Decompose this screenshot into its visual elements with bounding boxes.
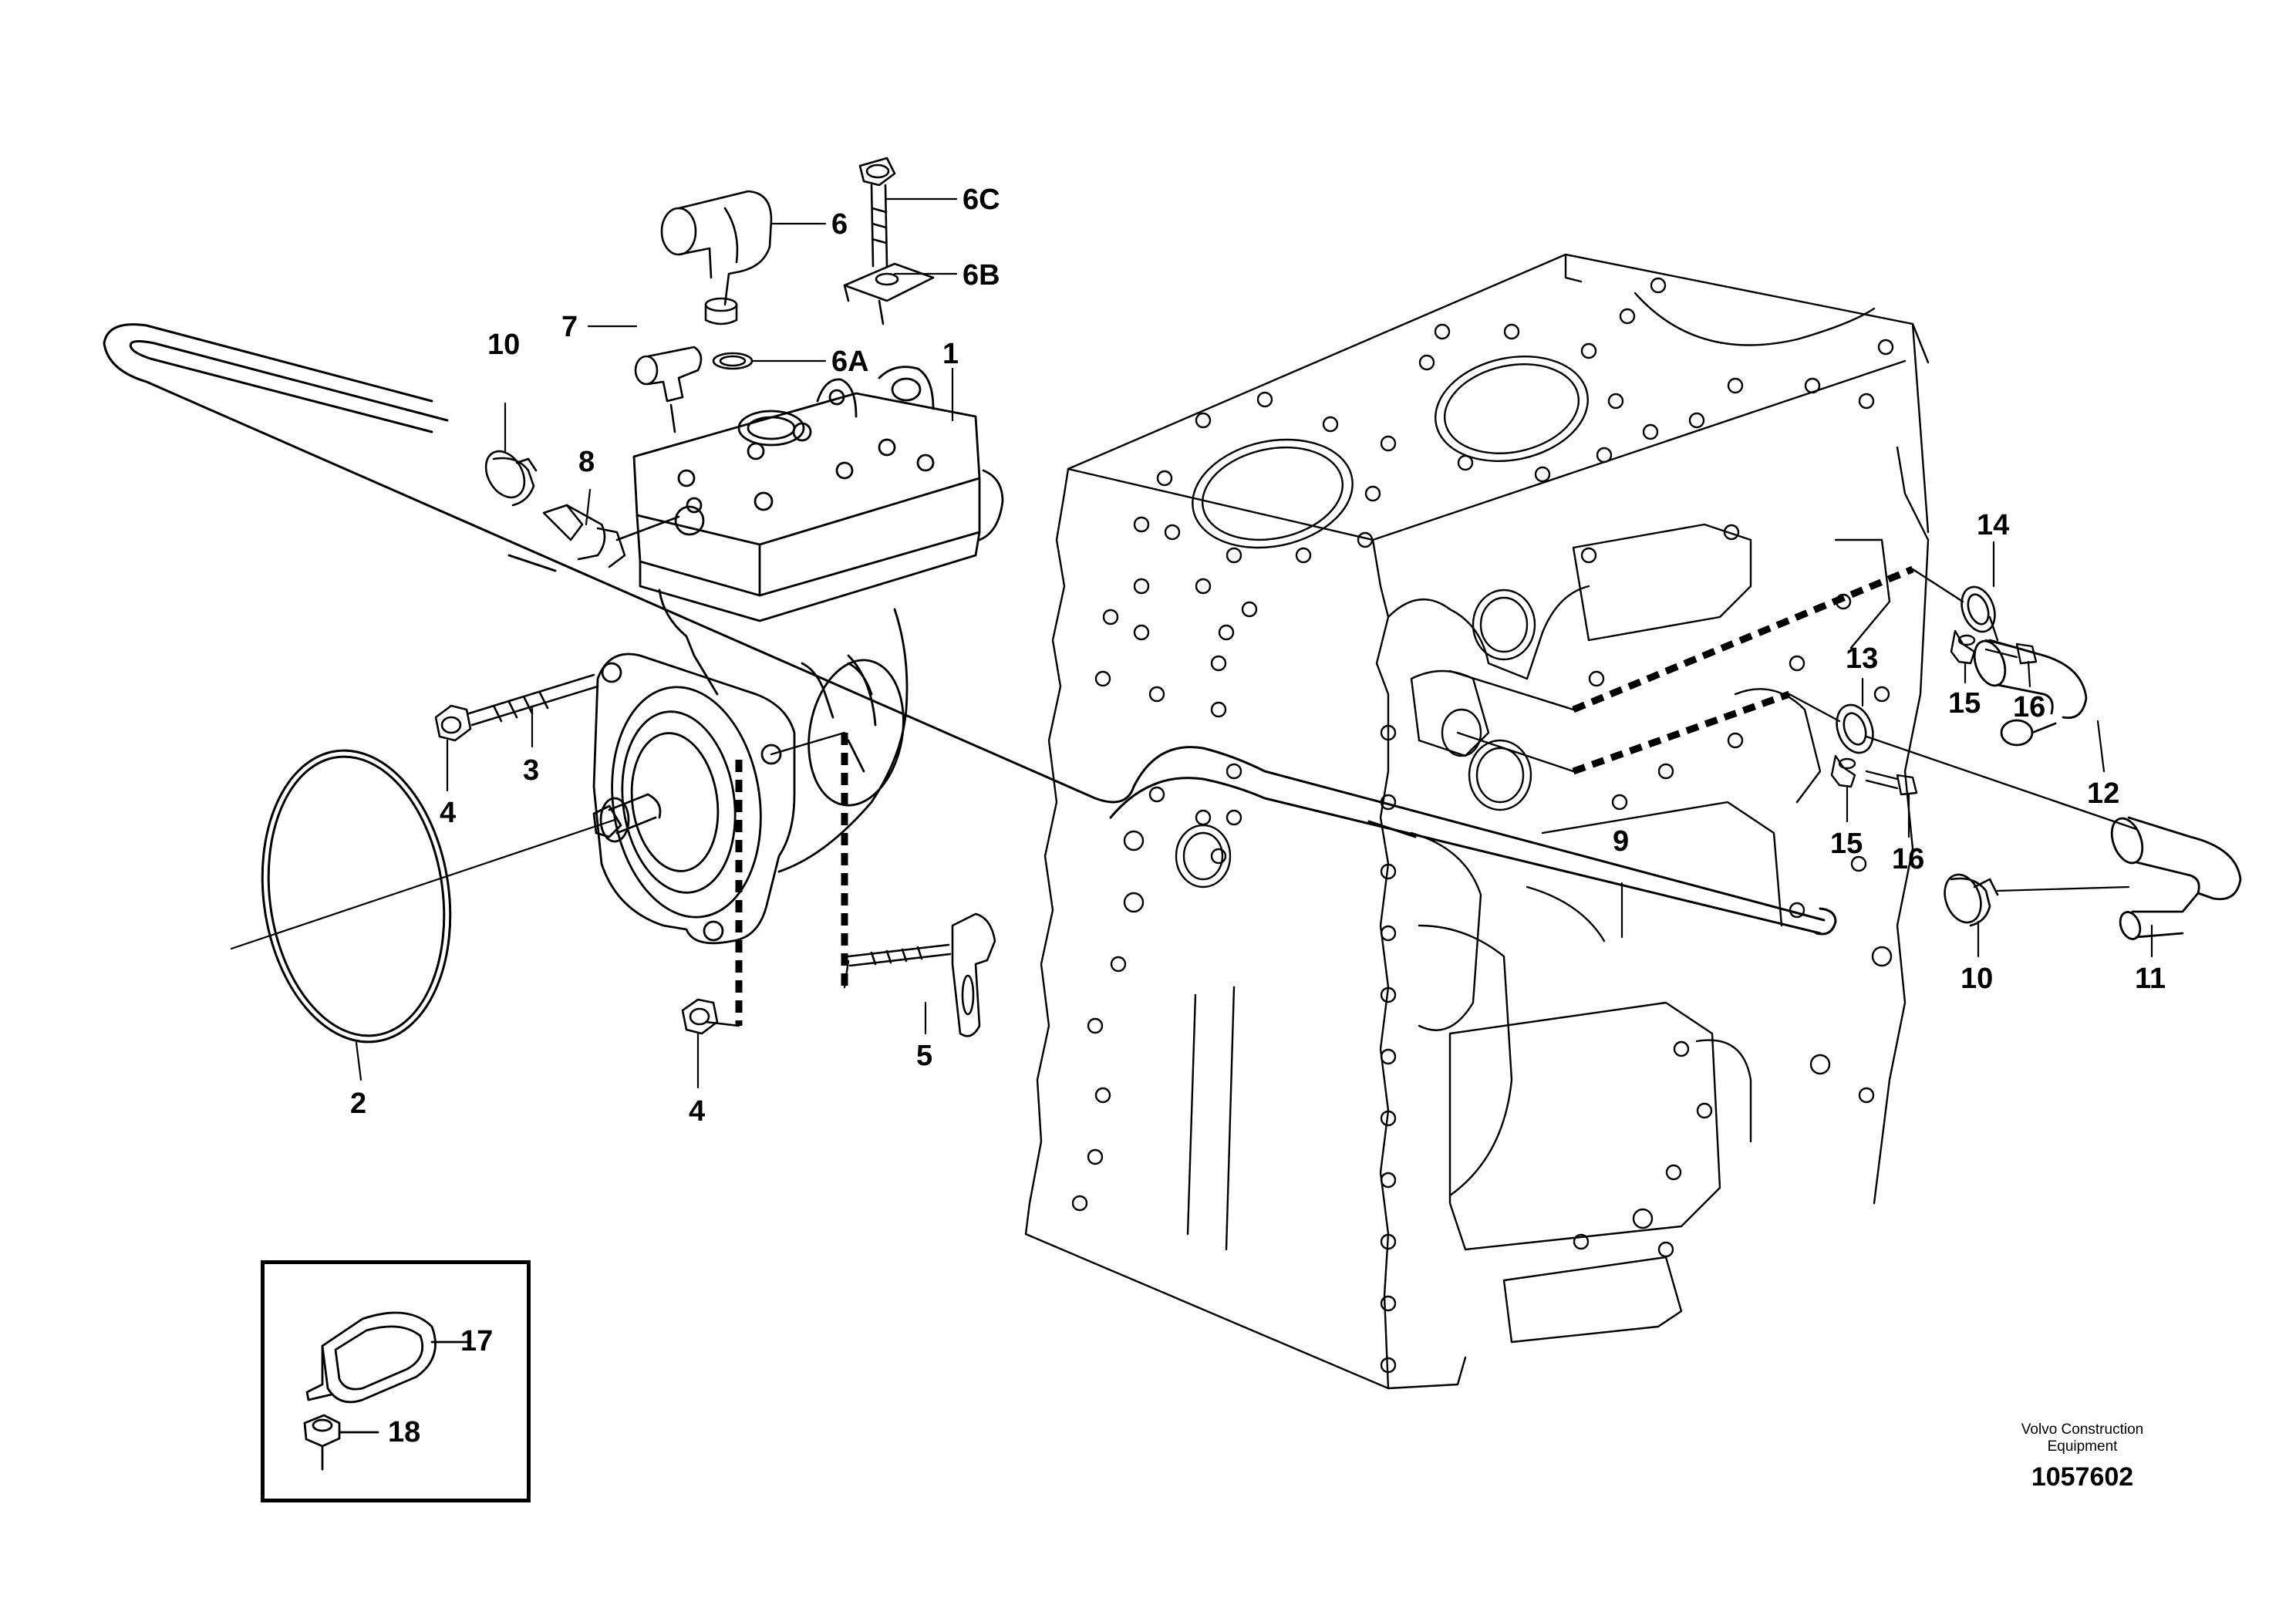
credit-line-2: Equipment [2047,1438,2118,1455]
callout-2: 2 [350,1088,367,1120]
inset-clip-17 [305,1311,472,1404]
hose-12 [1973,639,2088,747]
nipple-7 [634,346,703,433]
assembly-connectors [704,568,2138,1027]
leader-lines [230,197,2153,1089]
callout-4-lower: 4 [689,1095,706,1128]
callout-3: 3 [523,754,540,787]
callout-6c: 6C [963,184,1000,216]
washer-13 [1836,703,1874,754]
callout-9: 9 [1613,825,1630,858]
dashed-assembly-lines [735,565,1914,1026]
deck-holes [1156,277,1894,564]
bracket [847,912,996,1037]
o-ring [261,749,452,1044]
engine-block [1024,253,1930,1390]
hose-11 [2110,816,2242,940]
illustration-number: 1057602 [2031,1462,2134,1492]
callout-10-lower: 10 [1961,963,1994,995]
bracket-15-lower [1830,754,1856,788]
callout-16-lower: 16 [1892,843,1925,875]
callout-13: 13 [1846,642,1879,675]
callout-4-upper: 4 [440,797,457,829]
inset-frame [261,1260,531,1502]
stud-and-nuts [434,673,719,1035]
callout-11: 11 [2135,963,2166,995]
callout-6a: 6A [831,346,869,378]
union-8 [542,504,680,568]
callout-8: 8 [578,446,595,478]
callout-15-upper: 15 [1948,687,1981,720]
clamp-10-top [484,450,538,507]
callout-6: 6 [831,208,848,241]
callout-1: 1 [942,338,959,370]
callout-6b: 6B [963,259,1000,292]
air-compressor [592,366,1004,945]
callout-18: 18 [388,1416,421,1448]
screw-16-lower [1865,770,1918,796]
screw-16-upper [1984,639,2038,665]
callout-17: 17 [460,1325,494,1357]
callout-10-upper: 10 [487,329,521,361]
inset-nut-18 [303,1414,379,1471]
bracket-15-upper [1950,629,1976,665]
callout-15-lower: 15 [1830,828,1863,860]
block-holes [1071,516,1893,1374]
clamp-6b-screw-6c [843,157,935,325]
callout-7: 7 [561,311,578,343]
callout-14: 14 [1977,509,2010,541]
washer-14 [1961,585,1996,633]
callout-16-upper: 16 [2013,691,2046,723]
callout-5: 5 [916,1040,933,1072]
publisher-credit: Volvo Construction Equipment 1057602 [1990,1421,2175,1492]
credit-line-1: Volvo Construction [2021,1421,2144,1438]
air-pipe-9 [103,323,1837,936]
elbow-fitting-6 [660,190,773,370]
callout-12: 12 [2087,777,2120,810]
clamp-10-right [1944,873,1999,927]
